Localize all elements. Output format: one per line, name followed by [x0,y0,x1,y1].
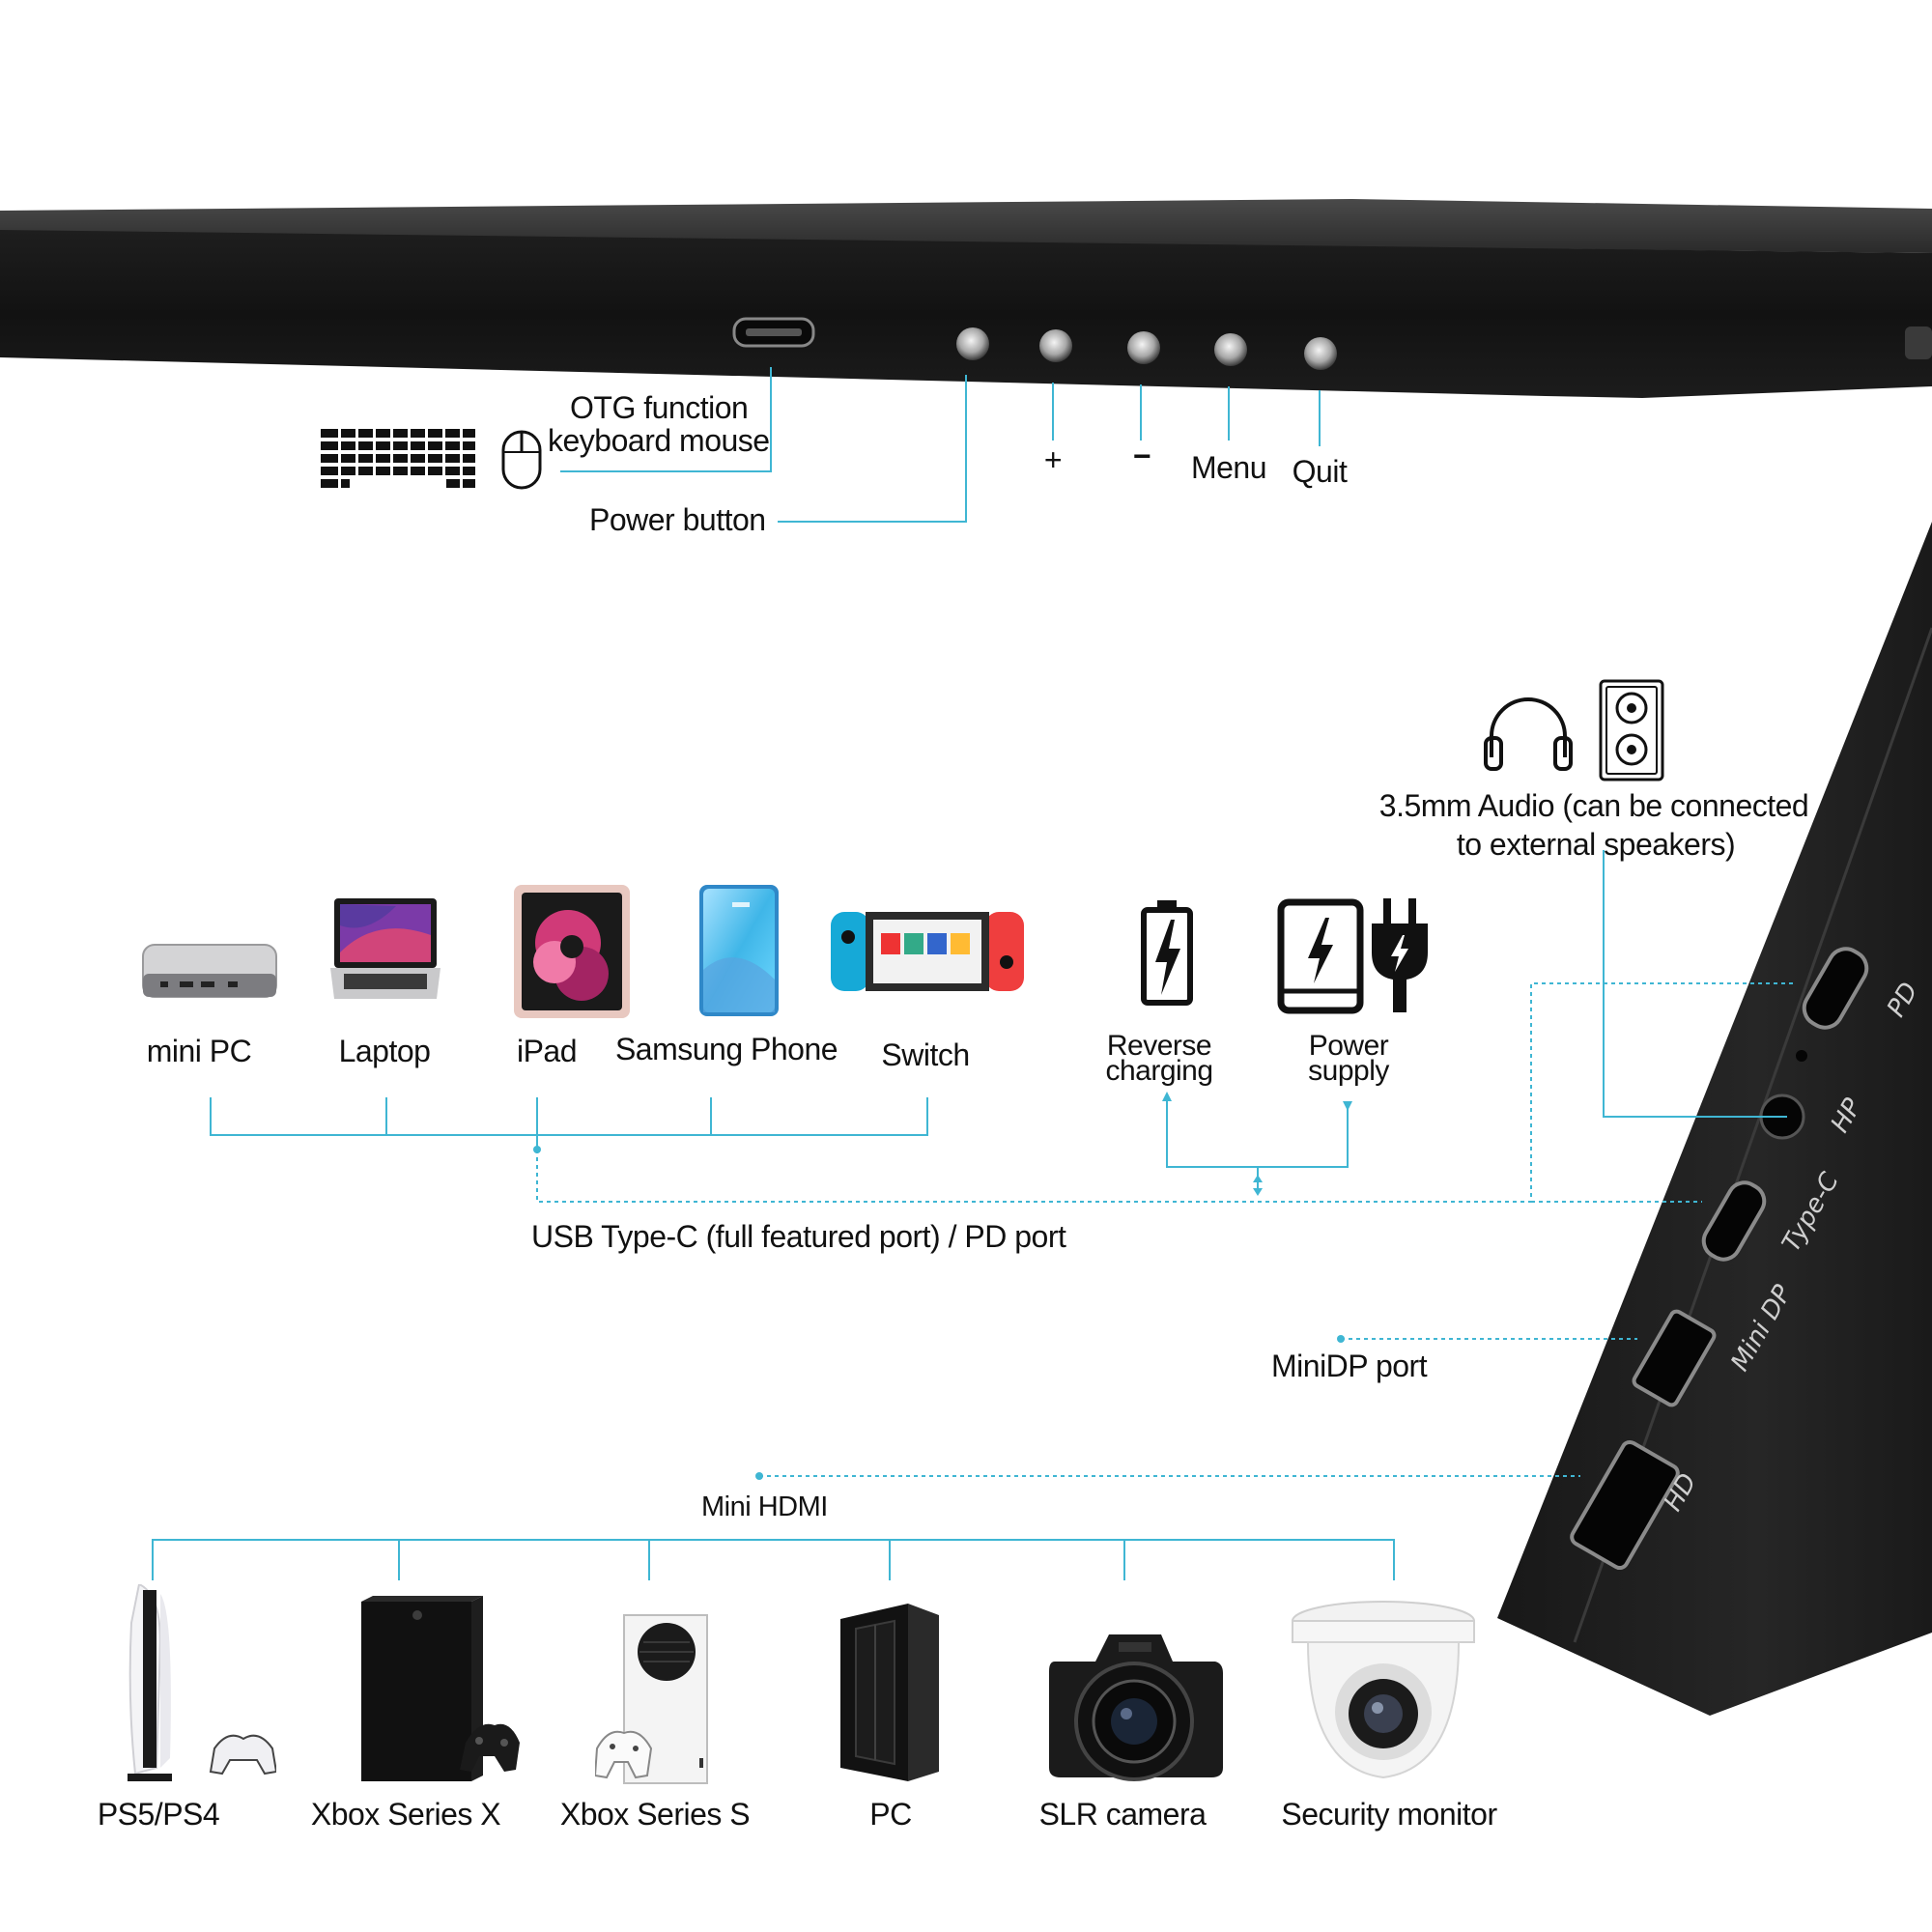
reverse-line2: charging [1105,1055,1213,1087]
xbox-series-s-label: Xbox Series S [559,1797,751,1832]
minidp-port-label-main: MiniDP port [1271,1349,1428,1383]
slr-camera-label: SLR camera [1038,1797,1207,1832]
xbox-series-x-label: Xbox Series X [310,1797,501,1832]
xbox-series-x-icon [361,1596,520,1781]
monitor-top-edge [0,199,1932,523]
monitor-side-panel [1497,522,1932,1716]
otg-label-line1: OTG function [570,390,749,425]
plus-label: + [1043,442,1063,477]
plus-button-knob [1039,329,1072,362]
mini-hdmi-label: Mini HDMI [701,1492,828,1522]
reverse-charging-label: Reverse charging [1105,1030,1213,1087]
pc-tower-icon [840,1604,939,1781]
power-button-label: Power button [589,502,766,537]
reverse-line1: Reverse [1106,1030,1212,1062]
samsung-phone-label: Samsung Phone [614,1032,838,1066]
power-bank-icon [1277,898,1428,1014]
audio-label-line1: 3.5mm Audio (can be connected [1378,788,1809,823]
headphones-icon [1484,697,1573,771]
mini-pc-icon [142,944,277,998]
ipad-label: iPad [516,1034,578,1068]
slr-camera-icon [1049,1634,1223,1781]
quit-label: Quit [1292,454,1348,489]
ps5-label: PS5/PS4 [97,1797,220,1832]
menu-label: Menu [1190,450,1267,485]
power-button-knob [956,327,989,360]
mouse-icon [501,430,542,490]
laptop-icon [330,898,440,999]
power-supply-label: Power supply [1308,1030,1389,1087]
security-monitor-label: Security monitor [1281,1797,1497,1832]
laptop-label: Laptop [338,1034,431,1068]
speaker-icon [1599,679,1664,781]
typec-port [1701,1180,1767,1262]
xbox-series-s-icon [595,1614,708,1784]
usb-c-port-label: USB Type-C (full featured port) / PD por… [531,1219,1066,1254]
plug-icon [1372,898,1428,1012]
otg-label-line2: keyboard mouse [548,423,770,458]
battery-icon [1141,900,1193,1006]
quit-button-knob [1304,337,1337,370]
mini-pc-label: mini PC [146,1034,252,1068]
phone-icon [699,885,779,1016]
hdmi-socket [1570,1439,1680,1571]
switch-label: Switch [881,1037,970,1072]
supply-line1: Power [1308,1030,1389,1062]
pd-port [1802,947,1869,1030]
ps5-icon [128,1584,276,1781]
minus-button-knob [1127,331,1160,364]
audio-label-line2: to external speakers) [1456,827,1736,862]
keyboard-icon [321,429,475,488]
supply-line2: supply [1308,1055,1389,1087]
ipad-icon [514,885,630,1018]
pc-label: PC [869,1797,912,1832]
security-camera-icon [1292,1601,1475,1779]
minidp-socket [1632,1309,1717,1407]
menu-button-knob [1214,333,1247,366]
switch-console-icon [831,912,1024,991]
minus-label: − [1132,439,1151,473]
